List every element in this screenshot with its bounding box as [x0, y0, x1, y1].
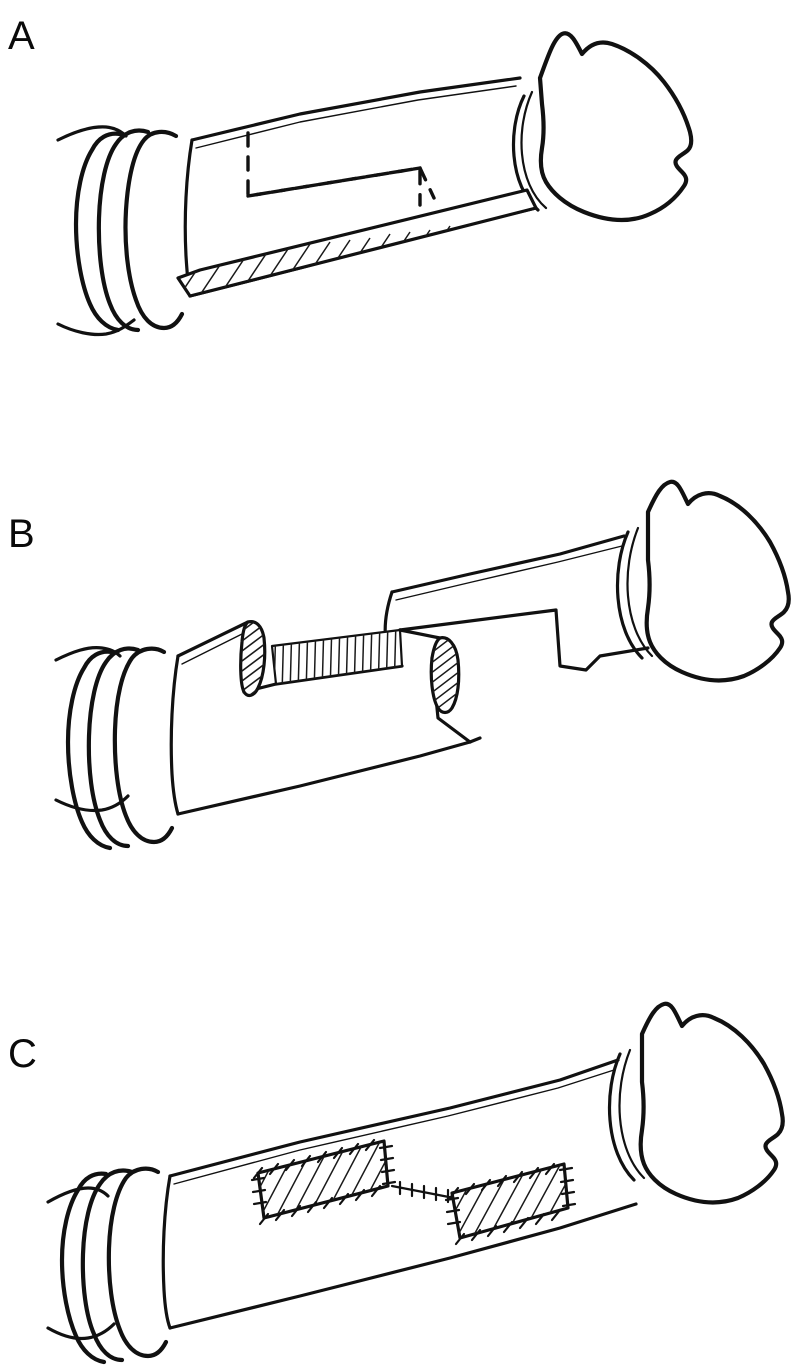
coronal-groove-inner: [618, 1048, 646, 1180]
panel-label-a: A: [8, 14, 35, 58]
coronal-groove-outer: [607, 1052, 636, 1182]
dashed-excision-marking-right: [418, 166, 436, 200]
distal-ventral-notch: [558, 654, 602, 672]
skin-fold-1: [123, 129, 185, 331]
shaft-dorsal-highlight: [173, 1069, 615, 1185]
graft-patch-1-outline: [256, 1139, 390, 1220]
panel-label-b: B: [8, 512, 35, 556]
proximal-dorsal-highlight: [181, 631, 247, 665]
coronal-groove-inner: [520, 90, 548, 210]
glans: [644, 479, 791, 683]
distal-ventral-contour: [384, 608, 650, 672]
panel-c: C: [0, 990, 803, 1370]
glans: [638, 1001, 785, 1205]
skin-fold-2: [86, 646, 141, 849]
panel-a: A: [0, 0, 803, 470]
hatched-strip-lines: [178, 207, 536, 296]
distal-dorsal-highlight: [395, 545, 623, 601]
shaft-dorsal-highlight: [195, 85, 517, 149]
graft-patch-1-suture-marks: [250, 1138, 397, 1226]
skin-fold-1: [106, 1166, 169, 1359]
skin-fold-1: [112, 646, 175, 845]
coronal-groove-inner: [626, 526, 654, 658]
skin-fold-2: [80, 1168, 135, 1363]
panel-b: B: [0, 470, 803, 990]
defect-top-right-edge: [398, 628, 442, 640]
proximal-skin-line-upper: [46, 1186, 110, 1204]
defect-floor-outline: [270, 628, 404, 686]
glans: [537, 31, 694, 223]
skin-fold-3: [73, 131, 123, 333]
proximal-dorsal-contour: [176, 620, 250, 658]
graft-patch-2-outline: [450, 1162, 570, 1240]
skin-fold-2: [96, 128, 151, 333]
panel-label-c: C: [8, 1032, 37, 1076]
dashed-excision-marking: [246, 131, 422, 207]
shaft-proximal-edge: [161, 1174, 172, 1330]
inter-graft-suture-line: [390, 1180, 456, 1204]
proximal-ventral-contour: [176, 740, 472, 816]
skin-fold-3: [65, 649, 115, 851]
proximal-skin-line-lower: [46, 1322, 116, 1341]
graft-patch-2-suture-marks: [444, 1162, 577, 1246]
skin-fold-3: [59, 1171, 109, 1365]
shaft-dorsal-contour: [190, 76, 522, 142]
shaft-ventral-contour: [168, 1202, 638, 1330]
proximal-ventral-contour-far: [468, 736, 482, 744]
distal-dorsal-contour: [390, 534, 626, 594]
shaft-dorsal-contour: [168, 1058, 620, 1178]
proximal-segment-edge: [169, 654, 180, 816]
proximal-skin-line-upper: [56, 125, 128, 142]
hatched-strip-outline: [176, 188, 538, 298]
coronal-groove-outer: [615, 530, 644, 660]
dashed-excision-marking-lower: [246, 166, 422, 198]
